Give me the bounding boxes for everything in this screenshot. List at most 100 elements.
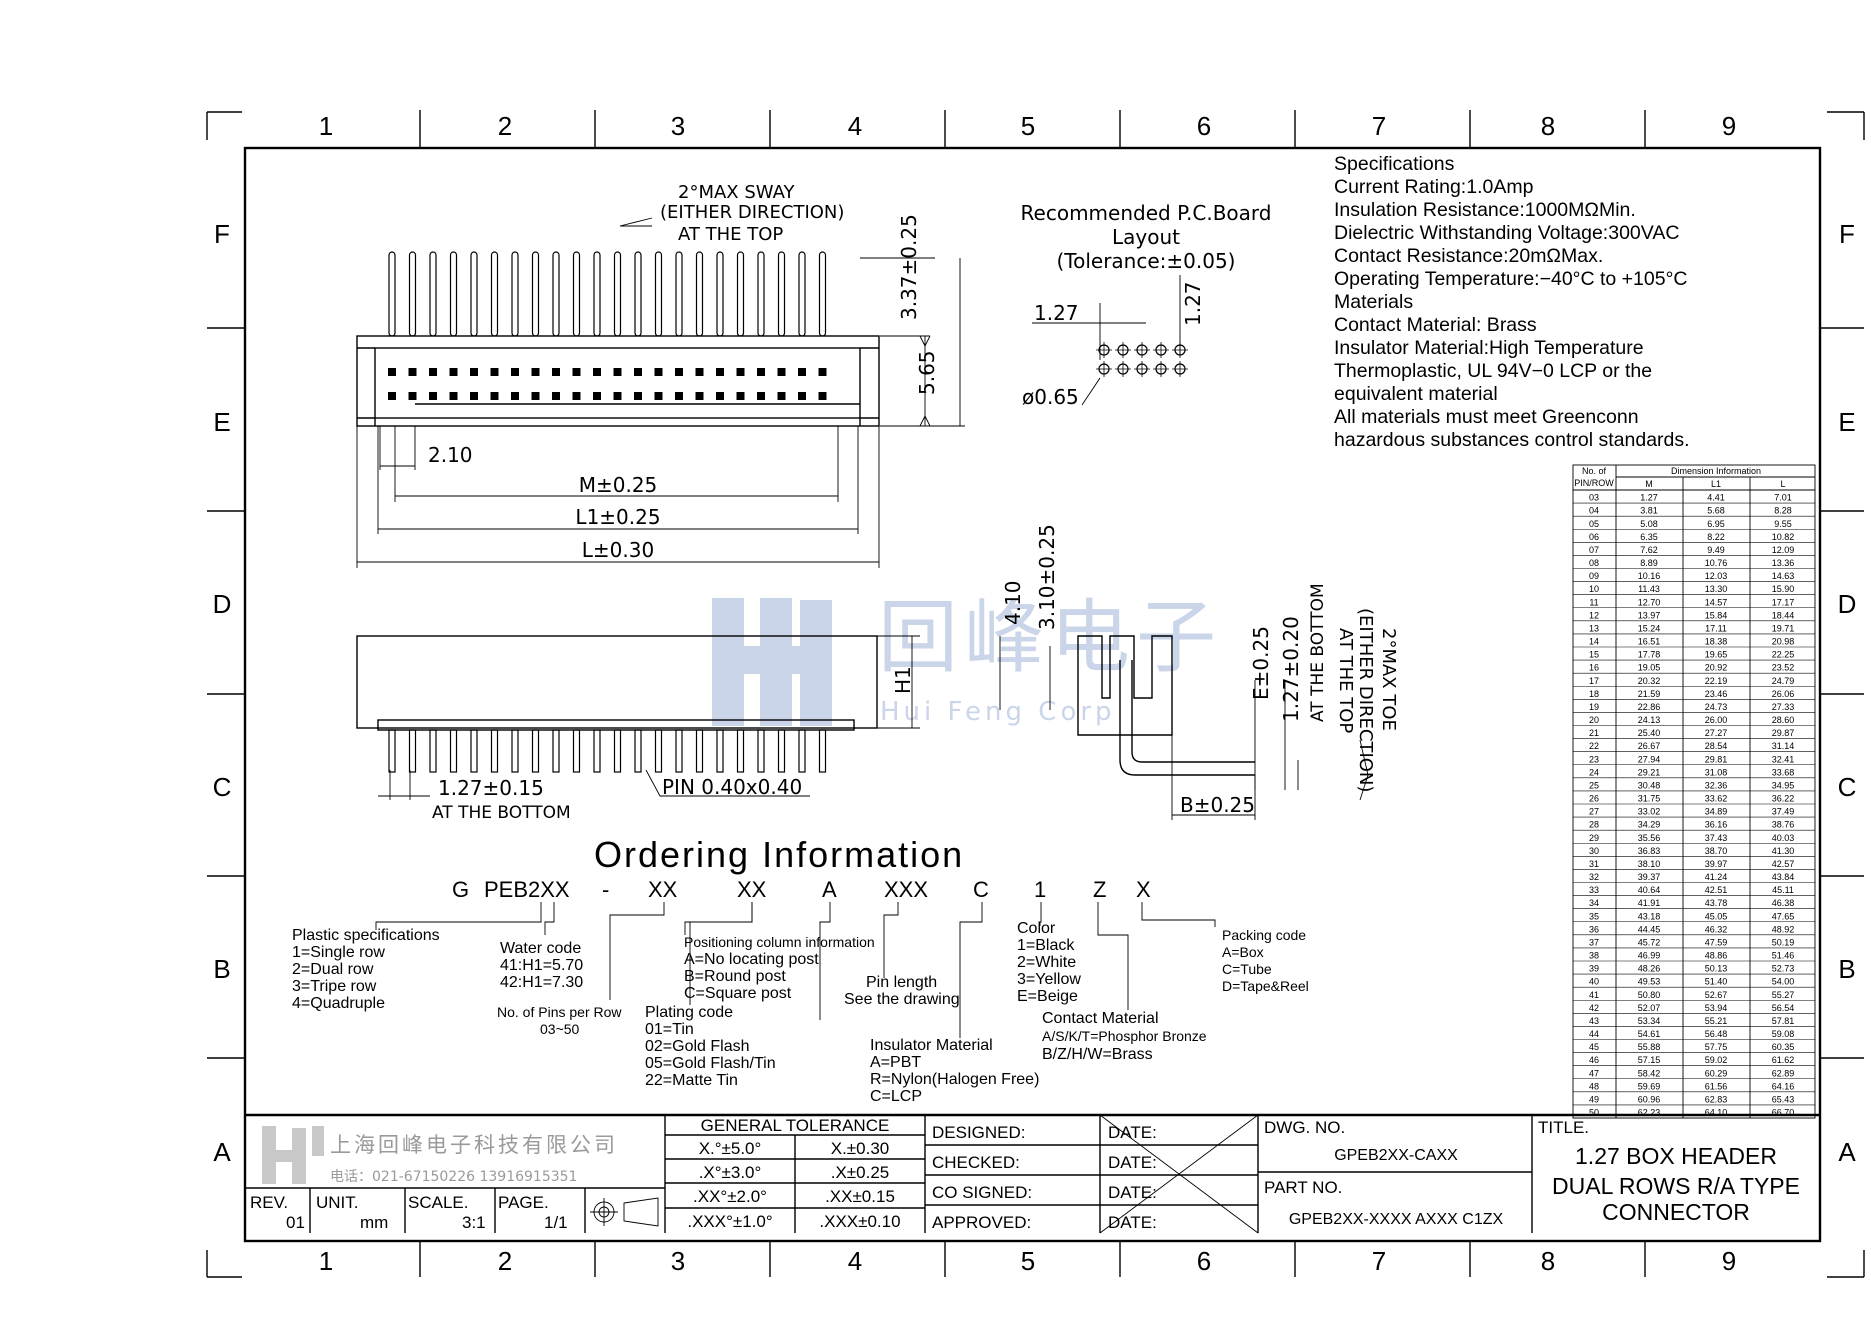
table-cell: 17.78: [1638, 650, 1661, 660]
top-pin: [777, 251, 786, 337]
sign-checked: CHECKED:: [932, 1153, 1020, 1172]
grid-row-right: E: [1838, 407, 1855, 437]
table-cell: 35: [1589, 911, 1599, 921]
table-cell: 44.45: [1638, 924, 1661, 934]
grid-col-top: 5: [1021, 111, 1035, 141]
top-pin: [675, 251, 683, 337]
pin-square: [470, 392, 478, 400]
table-cell: 48.92: [1772, 924, 1795, 934]
pin-square: [798, 368, 806, 376]
table-cell: 10.76: [1705, 558, 1728, 568]
company-name-cn: 上海回峰电子科技有限公司: [330, 1133, 618, 1157]
table-cell: 60.35: [1772, 1042, 1795, 1052]
spec-line: All materials must meet Greenconn: [1334, 406, 1639, 428]
table-cell: 43.18: [1638, 911, 1661, 921]
sway-note-1: 2°MAX SWAY: [678, 182, 796, 203]
table-cell: 49.53: [1638, 977, 1661, 987]
pin-square: [490, 368, 499, 376]
front-pin: [593, 729, 601, 773]
spec-line: Current Rating:1.0Amp: [1334, 176, 1534, 198]
table-cell: 50.13: [1705, 964, 1728, 974]
pcb-hole-cross: [1115, 342, 1131, 358]
watermark-cn: 回峰电子: [878, 591, 1222, 684]
table-cell: 22.19: [1705, 676, 1728, 686]
table-cell: 07: [1589, 545, 1599, 555]
code-part: Z: [1093, 877, 1106, 902]
table-cell: 29.81: [1705, 754, 1728, 764]
pin-square: [572, 368, 581, 376]
pcb-hole-dia: ø0.65: [1022, 385, 1079, 409]
table-cell: 37.43: [1705, 833, 1728, 843]
table-cell: 42.57: [1772, 859, 1795, 869]
table-cell: 32.36: [1705, 780, 1728, 790]
table-cell: 20.98: [1772, 637, 1795, 647]
table-cell: 33: [1589, 885, 1599, 895]
pin-square: [388, 392, 396, 400]
plastic-spec: 4=Quadruple: [292, 995, 385, 1012]
table-cell: 26.06: [1772, 689, 1795, 699]
table-cell: 32: [1589, 872, 1599, 882]
date-label: DATE:: [1108, 1153, 1157, 1172]
date-label: DATE:: [1108, 1213, 1157, 1232]
pin-square: [736, 368, 745, 376]
top-pin: [798, 251, 806, 337]
table-cell: 35.56: [1638, 833, 1661, 843]
table-cell: 54.61: [1638, 1029, 1661, 1039]
pcb-holes: [1096, 342, 1188, 377]
table-cell: 16: [1589, 663, 1599, 673]
table-cell: 37.49: [1772, 807, 1795, 817]
pin-square: [593, 392, 601, 400]
pcb-pitch-h: 1.27: [1034, 301, 1079, 325]
dim-m: M±0.25: [579, 473, 658, 497]
table-cell: 04: [1589, 506, 1599, 516]
table-cell: 60.29: [1705, 1068, 1728, 1078]
front-pin: [777, 729, 786, 773]
table-cell: 19.71: [1772, 623, 1795, 633]
dim-e: E±0.25: [1249, 626, 1273, 700]
table-cell: 42.51: [1705, 885, 1728, 895]
table-cell: 27.33: [1772, 702, 1795, 712]
table-cell: 59.08: [1772, 1029, 1795, 1039]
dim-l1: L1±0.25: [575, 505, 660, 529]
water-code: Water code: [500, 940, 581, 957]
packing-code: D=Tape&Reel: [1222, 978, 1309, 994]
table-cell: 13.97: [1638, 610, 1661, 620]
code-part: A: [822, 877, 837, 902]
pin-square: [634, 392, 642, 400]
table-cell: 19: [1589, 702, 1599, 712]
front-pin: [736, 729, 745, 773]
table-cell: 18.38: [1705, 637, 1728, 647]
table-cell: 47: [1589, 1068, 1599, 1078]
table-cell: 22.25: [1772, 650, 1795, 660]
pin-square: [490, 392, 499, 400]
spec-line: Insulator Material:High Temperature: [1334, 337, 1644, 359]
table-cell: 25: [1589, 780, 1599, 790]
dim-pin-size: PIN 0.40x0.40: [662, 775, 802, 799]
table-cell: 40.64: [1638, 885, 1661, 895]
grid-row-left: F: [214, 219, 230, 249]
grid-row-left: D: [213, 589, 232, 619]
table-cell: 23.52: [1772, 663, 1795, 673]
table-cell: 38.70: [1705, 846, 1728, 856]
table-cell: 15.84: [1705, 610, 1728, 620]
pin-square: [757, 392, 765, 400]
pin-square: [695, 392, 704, 400]
table-cell: 20.32: [1638, 676, 1661, 686]
toe-note-2: (EITHER DIRECTION): [1355, 608, 1376, 792]
pin-square: [736, 392, 745, 400]
table-cell: 64.10: [1705, 1108, 1728, 1118]
table-cell: 31.08: [1705, 767, 1728, 777]
table-cell: 38.10: [1638, 859, 1661, 869]
plating-code: Plating code: [645, 1004, 733, 1021]
table-cell: 49: [1589, 1094, 1599, 1104]
tolerance-angle: .XXX°±1.0°: [687, 1212, 772, 1231]
front-pin: [511, 729, 519, 773]
pcb-hole-cross: [1134, 361, 1150, 377]
pcb-hole-cross: [1153, 361, 1169, 377]
table-cell: 43.78: [1705, 898, 1728, 908]
table-cell: 24.73: [1705, 702, 1728, 712]
table-cell: 3.81: [1640, 506, 1658, 516]
table-cell: 55.27: [1772, 990, 1795, 1000]
pin-square: [511, 368, 519, 376]
table-cell: 29: [1589, 833, 1599, 843]
